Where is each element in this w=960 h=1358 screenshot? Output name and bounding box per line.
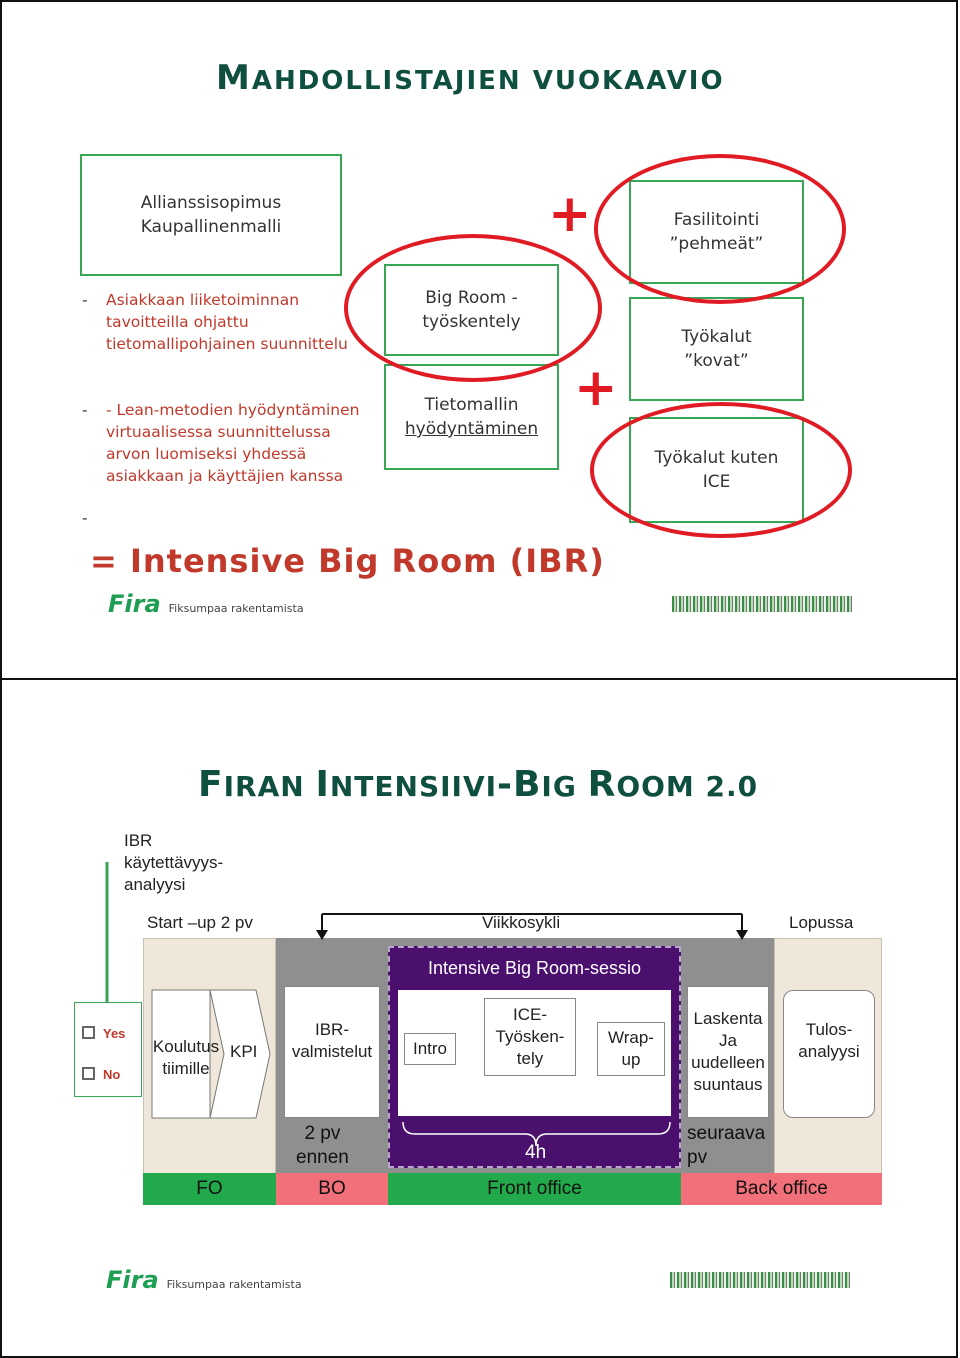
title-part: -B (497, 764, 542, 805)
decorative-stripe (672, 596, 852, 612)
phase-weekly: Viikkosykli (482, 913, 561, 932)
ice-work-box: ICE- Työsken- tely (484, 998, 576, 1076)
title-part: R (587, 764, 617, 805)
bar-bo: BO (276, 1173, 388, 1205)
ibr-prep-box: IBR- valmistelut (284, 986, 380, 1118)
ice-work-line: tely (516, 1049, 544, 1068)
laskenta-line: Ja (719, 1031, 737, 1050)
ibr-prep-line: valmistelut (291, 1042, 373, 1061)
ibr-usability-label: IBR käytettävyys- analyysi (124, 830, 223, 896)
title-part: IG (541, 770, 588, 803)
plus-icon: + (574, 358, 618, 418)
ibr-label-line: käytettävyys- (124, 853, 224, 872)
bullet-text: Asiakkaan liiketoiminnan tavoitteilla oh… (106, 291, 348, 353)
intro-box: Intro (404, 1033, 456, 1065)
phase-startup: Start –up 2 pv (147, 913, 253, 932)
title-part: IRAN (223, 770, 316, 803)
laskenta-line: suuntaus (693, 1075, 763, 1094)
ibr-label-line: analyysi (124, 875, 186, 894)
checkbox-panel (74, 1002, 142, 1097)
kpi-label: KPI (230, 1042, 258, 1061)
laskenta-line: Laskenta (693, 1009, 763, 1028)
fira-brand: Fira (106, 1266, 159, 1294)
ice-work-line: ICE- (513, 1005, 547, 1024)
bar-fo: FO (143, 1173, 276, 1205)
bullet-3: - (82, 507, 382, 529)
wrapup-line: up (621, 1050, 641, 1069)
tulos-line: analyysi (798, 1042, 860, 1061)
title-rest: AHDOLLISTAJIEN VUOKAAVIO (251, 66, 725, 96)
tulos-line: Tulos- (805, 1020, 853, 1039)
ibr-result: = Intensive Big Room (IBR) (90, 542, 605, 580)
duration-label: 4h (525, 1142, 547, 1163)
highlight-ring-tools-ice (590, 402, 852, 538)
tools-hard-box: Työkalut ”kovat” (629, 297, 804, 401)
model-line-2: hyödyntäminen (404, 419, 539, 439)
next-day-line: pv (687, 1147, 708, 1168)
bar-back-office: Back office (681, 1173, 882, 1205)
bullet-text: - Lean-metodien hyödyntäminen virtuaalis… (106, 401, 360, 485)
bullet-dash: - (82, 291, 88, 309)
fira-logo: Fira Fiksumpaa rakentamista (108, 592, 304, 616)
koulutus-line: Koulutus (152, 1037, 220, 1056)
decorative-stripe (670, 1272, 850, 1288)
checkbox-no[interactable] (82, 1067, 95, 1080)
plus-icon: + (548, 184, 592, 244)
bullet-2: - - Lean-metodien hyödyntäminen virtuaal… (82, 399, 382, 509)
tools-hard-line-1: Työkalut (681, 327, 752, 347)
slide-1: MAHDOLLISTAJIEN VUOKAAVIO Allianssisopim… (0, 0, 958, 680)
bullet-dash: - (82, 509, 88, 527)
next-day-line: seuraava (687, 1123, 766, 1144)
ibr-label-line: IBR (124, 831, 153, 850)
checkbox-no-label: No (103, 1067, 121, 1082)
phase-end: Lopussa (789, 913, 854, 932)
contract-box: Allianssisopimus Kaupallinenmalli (80, 154, 342, 276)
session-title: Intensive Big Room-sessio (427, 958, 642, 978)
slide-1-title: MAHDOLLISTAJIEN VUOKAAVIO (216, 58, 725, 98)
highlight-ring-bigroom (344, 234, 602, 382)
title-initial: M (216, 58, 252, 98)
ibr-prep-line: IBR- (315, 1020, 349, 1039)
title-part: I (315, 764, 330, 805)
fira-tagline: Fiksumpaa rakentamista (168, 602, 304, 615)
laskenta-box: Laskenta Ja uudelleen suuntaus (687, 986, 769, 1118)
koulutus-label: Koulutus tiimille (150, 1036, 222, 1080)
bar-front-office: Front office (388, 1173, 681, 1205)
ice-work-line: Työsken- (495, 1027, 565, 1046)
koulutus-line: tiimille (162, 1059, 210, 1078)
bullet-dash: - (82, 401, 88, 419)
checkbox-yes-label: Yes (103, 1026, 126, 1041)
wrapup-line: Wrap- (608, 1028, 654, 1047)
fira-brand: Fira (108, 590, 161, 618)
title-part: OOM 2.0 (616, 770, 759, 803)
model-line-1: Tietomallin (424, 395, 519, 415)
tools-hard-line-2: ”kovat” (684, 351, 749, 371)
wrapup-box: Wrap- up (597, 1022, 665, 1076)
slide-2-title: FIRAN INTENSIIVI-BIG ROOM 2.0 (198, 764, 758, 805)
fira-logo: Fira Fiksumpaa rakentamista (106, 1268, 302, 1292)
checkbox-yes[interactable] (82, 1026, 95, 1039)
tulos-box: Tulos- analyysi (783, 990, 875, 1118)
two-days-before: 2 pv ennen (296, 1122, 349, 1170)
title-part: F (198, 764, 224, 805)
two-days-line: ennen (296, 1147, 349, 1168)
laskenta-line: uudelleen (691, 1053, 765, 1072)
highlight-ring-fasilitointi (594, 154, 846, 304)
contract-line-1: Allianssisopimus (140, 193, 282, 213)
title-part: NTENSIIVI (329, 770, 498, 803)
fira-tagline: Fiksumpaa rakentamista (166, 1278, 302, 1291)
bullet-1: - Asiakkaan liiketoiminnan tavoitteilla … (82, 289, 382, 381)
next-day: seuraava pv (687, 1122, 765, 1170)
contract-line-2: Kaupallinenmalli (140, 217, 282, 237)
two-days-line: 2 pv (304, 1123, 341, 1144)
